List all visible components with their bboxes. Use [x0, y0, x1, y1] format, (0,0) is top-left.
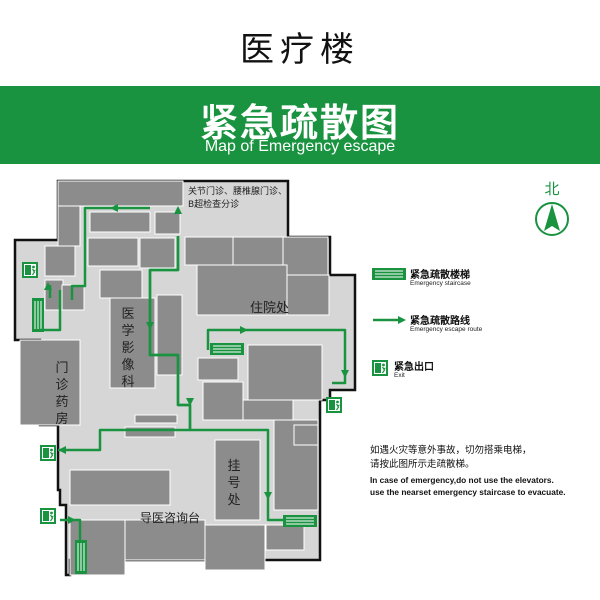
- building-name: 医疗楼: [240, 30, 360, 70]
- legend-exit: 紧急出口 Exit: [372, 358, 592, 392]
- notice-en: In case of emergency,do not use the elev…: [370, 474, 598, 498]
- label-imaging: 医 学 影 像 科: [121, 307, 134, 390]
- svg-text:号: 号: [227, 476, 240, 491]
- staircase-west: [31, 297, 45, 333]
- svg-text:影: 影: [121, 341, 134, 356]
- staircase-center: [209, 342, 245, 356]
- route-arrow-icon: [373, 316, 406, 324]
- legend-staircase-en: Emergency staircase: [410, 280, 471, 287]
- rooms: [19, 180, 330, 576]
- title-banner: 紧急疏散图 Map of Emergency escape: [0, 86, 600, 164]
- svg-text:医: 医: [121, 307, 134, 322]
- staircase-southwest: [74, 539, 88, 575]
- route-arrowheads: [44, 204, 349, 524]
- svg-text:门: 门: [55, 361, 68, 376]
- svg-text:科: 科: [121, 375, 134, 390]
- svg-text:药: 药: [55, 395, 68, 410]
- svg-text:像: 像: [121, 358, 134, 373]
- exit-icon: [372, 360, 388, 376]
- exit-sign-east: [325, 396, 343, 414]
- label-admission: 住院处: [250, 301, 289, 316]
- notice-cn-line1: 如遇火灾等意外事故，切勿搭乘电梯，: [370, 445, 532, 456]
- svg-text:处: 处: [227, 493, 240, 508]
- exit-sign-west-upper: [21, 261, 39, 279]
- map-title: 紧急疏散图: [199, 101, 400, 145]
- exit-sign-west-middle: [39, 444, 57, 462]
- escape-routes: [40, 206, 347, 540]
- svg-text:学: 学: [121, 323, 134, 339]
- north-arrow-icon: [535, 202, 569, 236]
- svg-text:挂: 挂: [227, 459, 240, 474]
- staircase-icon: [372, 268, 406, 280]
- legend-route-en: Emergency escape route: [410, 326, 483, 333]
- notice-cn-line2: 请按此图所示走疏散梯。: [370, 459, 475, 470]
- exit-sign-west-lower: [39, 507, 57, 525]
- label-info-desk: 导医咨询台: [140, 510, 200, 525]
- legend-route: 紧急疏散路线 Emergency escape route: [372, 312, 592, 346]
- staircase-southeast: [282, 514, 318, 528]
- north-label: 北: [544, 180, 560, 198]
- svg-text:房: 房: [55, 411, 68, 427]
- map-subtitle: Map of Emergency escape: [204, 138, 396, 155]
- notice-cn: 如遇火灾等意外事故，切勿搭乘电梯， 请按此图所示走疏散梯。: [370, 444, 595, 472]
- legend-route-cn: 紧急疏散路线: [410, 316, 470, 327]
- label-outpatient: 关节门诊、腰椎腺门诊、: [188, 185, 287, 197]
- svg-text:诊: 诊: [55, 378, 68, 393]
- notice-en-line2: use the nearset emergency staircase to e…: [370, 487, 566, 497]
- floor-plan: 关节门诊、腰椎腺门诊、 B超检查分诊 医 学 影 像 科 住院处 门 诊 药 房…: [13, 179, 357, 577]
- legend-exit-en: Exit: [394, 372, 405, 379]
- label-registration: 挂 号 处: [227, 459, 240, 508]
- label-pharmacy: 门 诊 药 房: [55, 361, 68, 427]
- legend-staircase-cn: 紧急疏散楼梯: [410, 270, 470, 281]
- label-outpatient-2: B超检查分诊: [188, 198, 239, 210]
- notice-en-line1: In case of emergency,do not use the elev…: [370, 475, 554, 485]
- legend-exit-cn: 紧急出口: [394, 362, 434, 373]
- legend-staircase: 紧急疏散楼梯 Emergency staircase: [372, 266, 592, 300]
